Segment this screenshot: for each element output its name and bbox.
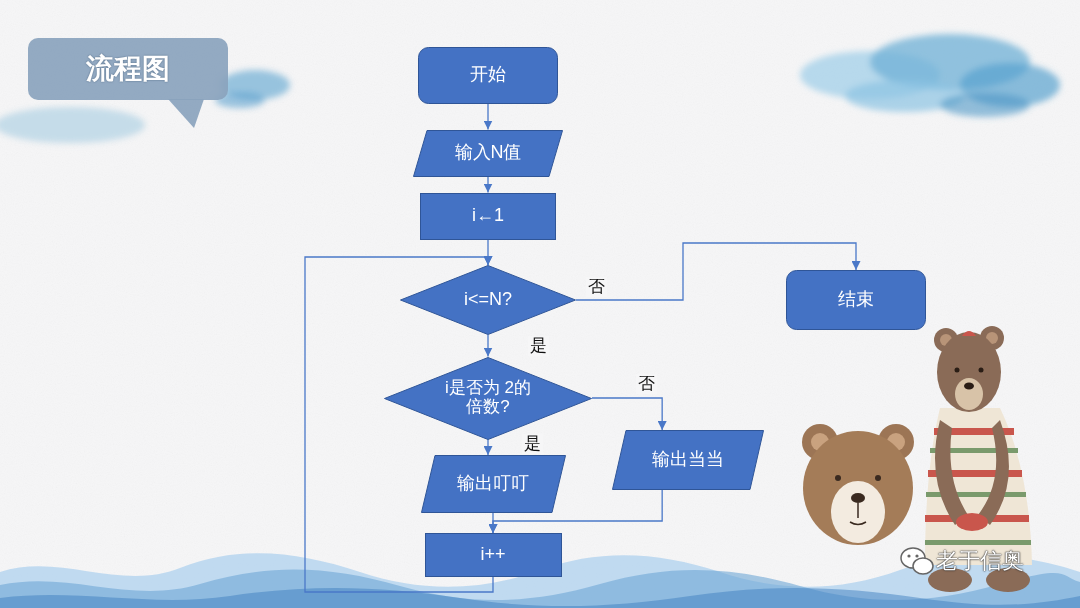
cloud-right [800, 34, 1060, 117]
process-box: i←1 [420, 193, 556, 240]
watermark: 老于信奥 [936, 546, 1024, 576]
flow-arrow [487, 335, 488, 357]
node-text-block: i←1 [472, 206, 504, 226]
wechat-icon [901, 548, 933, 574]
node-text-block: 输出叮叮 [457, 474, 529, 494]
node-text-block: i++ [480, 545, 505, 565]
para-fill [414, 130, 563, 176]
node-text: i<=N? [464, 290, 512, 310]
round-fill [419, 47, 558, 103]
branch-label: 是 [522, 434, 543, 454]
diamond-fill [385, 357, 592, 439]
node-text: i++ [480, 545, 505, 565]
node-text-block: i<=N? [464, 290, 512, 310]
flow-arrow [487, 440, 488, 456]
node-text-block: 结束 [838, 290, 874, 310]
input-box: 输入N值 [413, 130, 563, 177]
start-terminal: 开始 [418, 47, 558, 104]
output-box: 输出叮叮 [421, 455, 566, 513]
decision-diamond: i<=N? [400, 265, 576, 335]
output-box: 输出当当 [612, 430, 764, 490]
slide-title: 流程图 [28, 38, 228, 100]
decision-diamond: i是否为 2的倍数? [384, 357, 592, 440]
flow-arrow [592, 398, 662, 430]
round-fill [787, 271, 926, 330]
node-text: 开始 [470, 65, 506, 85]
branch-label: 否 [636, 374, 657, 394]
node-text: 输出当当 [652, 450, 724, 470]
bear-head-illustration [802, 424, 914, 545]
process-box: i++ [425, 533, 562, 577]
node-text: 输出叮叮 [457, 474, 529, 494]
branch-label: 否 [586, 277, 607, 297]
node-text-block: i是否为 2的倍数? [440, 379, 536, 416]
para-fill [613, 431, 764, 490]
flow-arrow [487, 177, 488, 193]
end-terminal: 结束 [786, 270, 926, 330]
node-text: 结束 [838, 290, 874, 310]
para-fill [421, 456, 565, 513]
rect-fill [425, 534, 561, 577]
node-text: i是否为 2的倍数? [440, 379, 536, 416]
rect-fill [421, 193, 556, 239]
node-text: i←1 [472, 206, 504, 226]
branch-label: 是 [528, 336, 549, 356]
node-text-block: 开始 [470, 65, 506, 85]
diamond-fill [401, 266, 576, 335]
node-text: 输入N值 [455, 143, 522, 163]
node-text-block: 输出当当 [652, 450, 724, 470]
standing-bear-illustration [925, 326, 1032, 592]
flow-arrow [487, 104, 488, 130]
node-text-block: 输入N值 [455, 143, 522, 163]
title-bubble [28, 38, 228, 128]
